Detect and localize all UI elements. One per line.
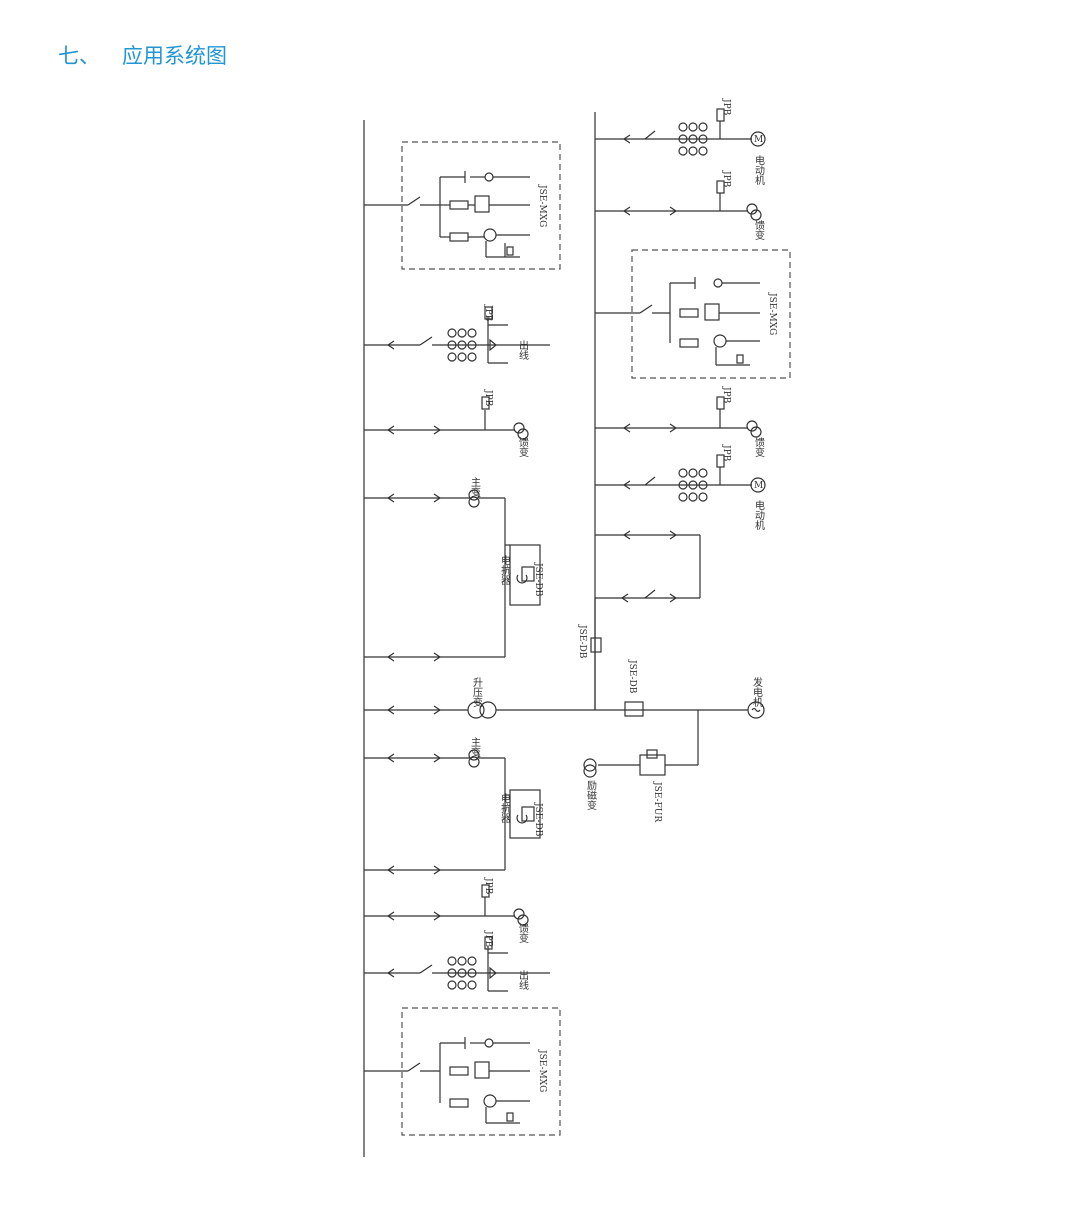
label-jpb-right-1: JPB xyxy=(721,98,731,116)
motor-symbol-lower: M xyxy=(754,481,763,491)
right-feeder-transformer-top xyxy=(595,180,762,221)
label-jpb-right-2: JPB xyxy=(721,170,731,188)
label-jse-db-main: JSE-DB xyxy=(627,659,637,694)
section-title: 应用系统图 xyxy=(122,44,227,68)
main-transformer-lower xyxy=(364,749,541,875)
outgoing-feeder-top xyxy=(364,306,550,364)
excitation-transformer xyxy=(583,710,699,778)
label-jpb-outgoing-lower: JPB xyxy=(483,930,493,948)
label-jpb-right-4: JPB xyxy=(721,444,731,462)
label-reactor-upper: 电抗器 xyxy=(499,554,511,586)
section-number: 七、 xyxy=(58,44,100,68)
label-reactor-lower: 电抗器 xyxy=(499,792,511,824)
mxg-unit-bottom xyxy=(364,1007,561,1136)
motor-symbol-top: M xyxy=(754,135,763,145)
label-outgoing-lower: 出线 xyxy=(517,969,529,990)
step-up-transformer xyxy=(364,701,765,719)
label-feeder-tx-lower: 馈变 xyxy=(517,922,529,944)
label-jse-mxg-right: JSE-MXG xyxy=(767,292,777,335)
label-jpb-feeder-top: JPB xyxy=(483,389,493,407)
mxg-unit-top xyxy=(364,141,561,270)
label-jse-db-link: JSE-DB xyxy=(577,624,587,659)
label-motor-top: 电动机 xyxy=(753,154,765,186)
label-jpb-feeder-lower: JPB xyxy=(483,877,493,895)
label-jpb-right-3: JPB xyxy=(721,386,731,404)
label-jse-mxg-top: JSE-MXG xyxy=(537,184,547,227)
label-jse-db-upper: JSE-DB xyxy=(533,562,543,597)
main-transformer-upper xyxy=(364,489,541,662)
section-heading: 七、应用系统图 xyxy=(58,40,227,70)
label-excitation: 励磁变 xyxy=(585,779,597,811)
label-feeder-tx-right-lower: 馈变 xyxy=(753,436,765,458)
label-outgoing-top: 出线 xyxy=(517,339,529,360)
label-jse-db-lower: JSE-DB xyxy=(533,802,543,837)
label-feeder-tx-top: 馈变 xyxy=(517,436,529,458)
label-generator: 发电机 xyxy=(751,676,763,708)
outgoing-feeder-lower xyxy=(364,936,550,992)
motor-feeder-lower xyxy=(595,454,766,502)
label-step-up: 升压变 xyxy=(471,677,483,708)
motor-feeder-top xyxy=(595,108,766,156)
application-system-diagram: JSE-MXG JPB JPB JSE-DB JSE-DB JSE-DB JSE… xyxy=(363,98,791,1157)
db-link-right-bus xyxy=(590,530,701,710)
mxg-unit-right xyxy=(595,249,791,379)
label-main-tx-upper: 主变 xyxy=(469,477,481,498)
right-feeder-transformer-lower xyxy=(595,396,762,438)
label-jse-mxg-bottom: JSE-MXG xyxy=(537,1049,547,1092)
label-jpb-top-left: JPB xyxy=(483,304,493,322)
label-motor-lower: 电动机 xyxy=(753,499,765,531)
label-main-tx-lower: 主变 xyxy=(469,737,481,758)
feeder-transformer-top xyxy=(364,396,529,440)
label-jse-fur: JSE-FUR xyxy=(652,781,662,822)
feeder-transformer-lower xyxy=(364,884,529,926)
label-feeder-tx-right-top: 馈变 xyxy=(753,219,765,241)
